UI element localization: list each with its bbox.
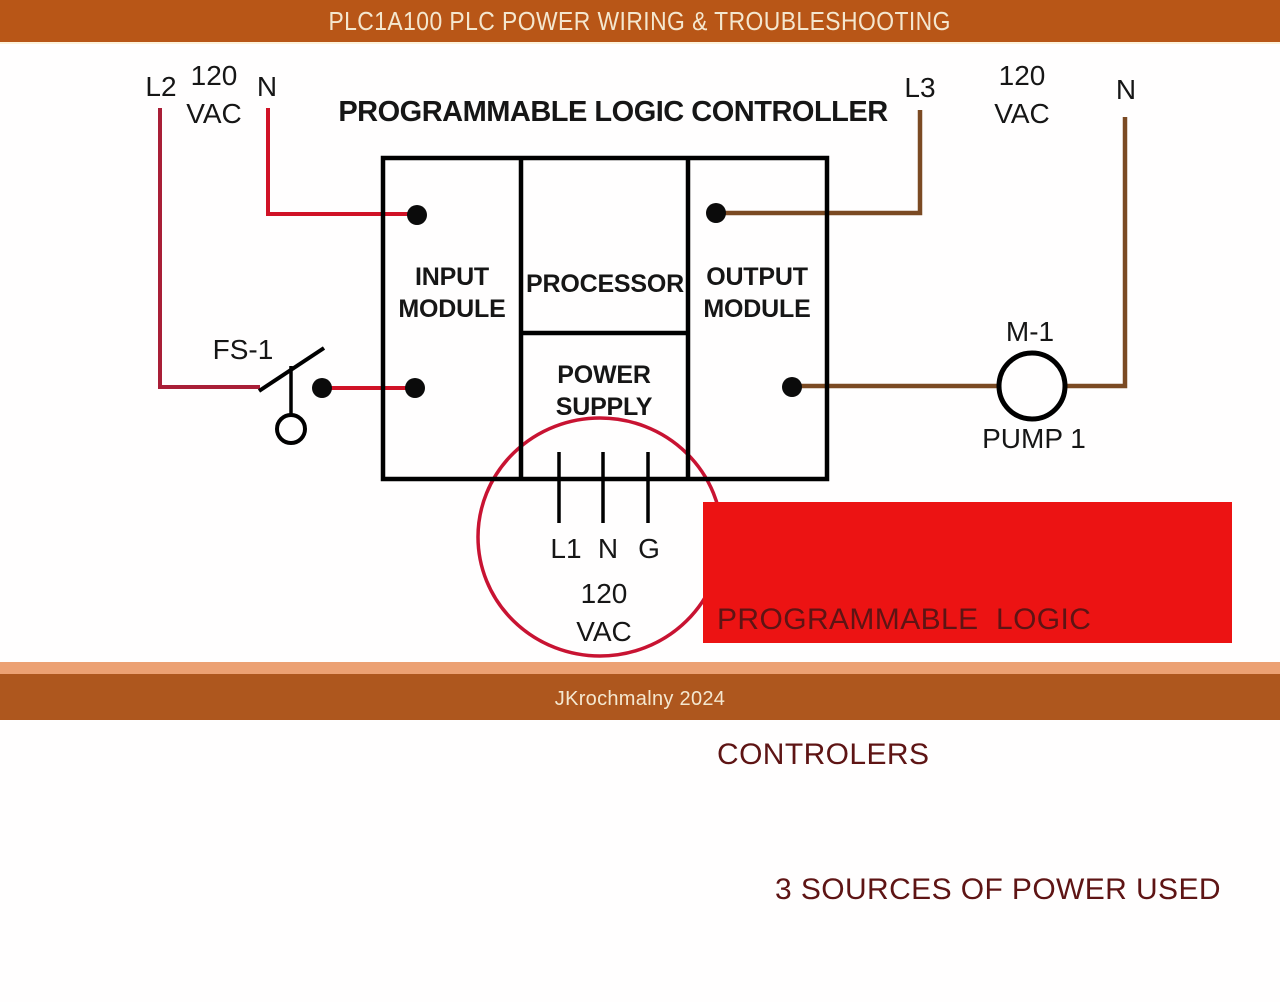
terminal-dot-input-top [407, 205, 427, 225]
footer-accent-strip [0, 662, 1280, 674]
wire-neutral-left [266, 108, 413, 216]
label-pump1: PUMP 1 [982, 423, 1086, 454]
label-terminal-l1: L1 [550, 533, 582, 564]
wire-pump-to-neutral [1065, 117, 1128, 389]
label-fs1: FS-1 [212, 334, 274, 365]
label-120vac-right: 120 VAC [994, 60, 1050, 129]
label-neutral-left: N [256, 71, 278, 102]
callout-box: PROGRAMMABLE LOGIC CONTROLERS 3 SOURCES … [703, 502, 1232, 906]
footer-banner: JKrochmalny 2024 [0, 674, 1280, 720]
terminal-dot-output-top [706, 203, 726, 223]
wiring-diagram: PROGRAMMABLE LOGIC CONTROLLER L2 120 VAC… [145, 60, 1232, 906]
label-120vac-left: 120 VAC [186, 60, 242, 129]
diagram-title: PROGRAMMABLE LOGIC CONTROLLER [338, 96, 888, 128]
callout-line1: PROGRAMMABLE LOGIC [717, 603, 1092, 636]
label-terminal-n: N [597, 533, 619, 564]
wire-l2-hot [158, 108, 260, 389]
label-120vac-bottom: 120 VAC [576, 578, 632, 647]
wiring-diagram-canvas [158, 108, 1128, 658]
pump-motor-circle [996, 350, 1068, 422]
float-switch-bulb [275, 413, 307, 445]
terminal-dot-output-bottom [782, 377, 802, 397]
slide: { "banner": { "title": "PLC1A100 PLC POW… [0, 0, 1280, 906]
terminal-dot-switch [312, 378, 332, 398]
label-input-module: INPUT MODULE [398, 263, 506, 323]
label-terminal-g: G [638, 533, 660, 564]
wire-l3-hot [716, 110, 923, 216]
label-neutral-right: N [1115, 74, 1137, 105]
label-l3: L3 [904, 72, 936, 103]
label-m1: M-1 [1005, 316, 1055, 347]
footer-credit: JKrochmalny 2024 [554, 687, 726, 710]
label-power-supply: POWER SUPPLY [555, 361, 653, 421]
label-output-module: OUTPUT MODULE [703, 263, 811, 323]
callout-line2: CONTROLERS [717, 738, 930, 771]
plc-enclosure [380, 155, 830, 482]
label-l2: L2 [145, 71, 177, 102]
top-banner: PLC1A100 PLC POWER WIRING & TROUBLESHOOT… [0, 0, 1280, 44]
banner-title: PLC1A100 PLC POWER WIRING & TROUBLESHOOT… [328, 5, 952, 36]
label-processor: PROCESSOR [526, 270, 684, 298]
callout-line3: 3 SOURCES OF POWER USED [775, 873, 1221, 906]
terminal-dot-input-bottom [405, 378, 425, 398]
